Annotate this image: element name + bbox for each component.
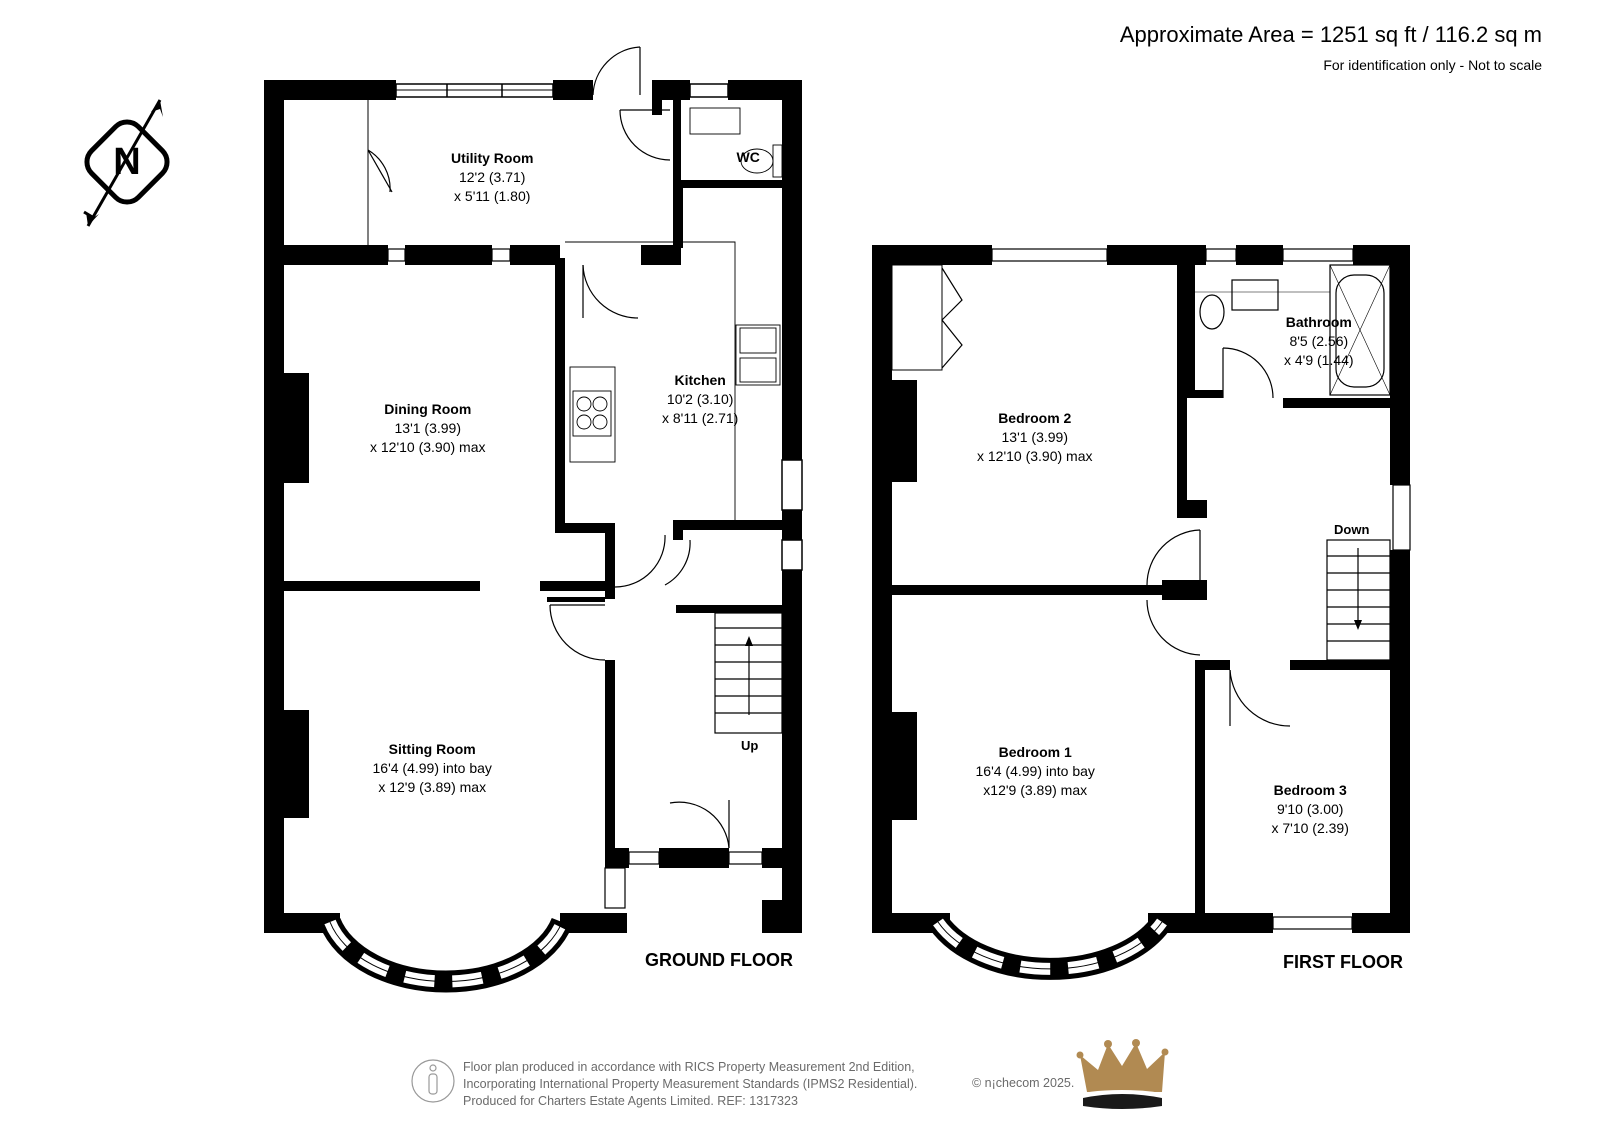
room-dim: 16'4 (4.99) into bay xyxy=(975,763,1095,779)
room-wc: WC xyxy=(737,148,760,167)
room-bedroom-1: Bedroom 1 16'4 (4.99) into bay x12'9 (3.… xyxy=(976,743,1095,800)
room-bedroom-3: Bedroom 3 9'10 (3.00) x 7'10 (2.39) xyxy=(1272,781,1349,838)
person-icon xyxy=(411,1059,455,1103)
room-name: Kitchen xyxy=(674,372,726,388)
approximate-area: Approximate Area = 1251 sq ft / 116.2 sq… xyxy=(1119,22,1542,47)
first-floor-label: FIRST FLOOR xyxy=(1283,952,1403,972)
footer-line: Floor plan produced in accordance with R… xyxy=(463,1060,915,1074)
room-sitting: Sitting Room 16'4 (4.99) into bay x 12'9… xyxy=(373,740,492,797)
room-name: Dining Room xyxy=(384,401,472,417)
room-name: Sitting Room xyxy=(388,741,476,757)
room-dim: 13'1 (3.99) xyxy=(1001,429,1069,445)
room-dining: Dining Room 13'1 (3.99) x 12'10 (3.90) m… xyxy=(370,400,486,457)
room-name: Bedroom 1 xyxy=(998,744,1072,760)
room-dim: x 8'11 (2.71) xyxy=(662,410,739,426)
copyright-text: © n¡checom 2025. xyxy=(972,1076,1075,1090)
room-dim: 12'2 (3.71) xyxy=(458,169,526,185)
room-dim: x12'9 (3.89) max xyxy=(983,782,1088,798)
room-dim: 9'10 (3.00) xyxy=(1276,801,1344,817)
room-utility: Utility Room 12'2 (3.71) x 5'11 (1.80) xyxy=(451,149,533,206)
room-bathroom: Bathroom 8'5 (2.56) x 4'9 (1.44) xyxy=(1284,313,1354,370)
footer-line: Produced for Charters Estate Agents Limi… xyxy=(463,1094,798,1108)
compass-letter: N xyxy=(113,141,140,183)
ground-floor-plan xyxy=(264,46,803,993)
stairs-up-label: Up xyxy=(741,738,759,753)
stairs-down-label: Down xyxy=(1334,522,1370,537)
room-name: Bathroom xyxy=(1285,314,1352,330)
scale-note: For identification only - Not to scale xyxy=(1323,57,1542,73)
room-dim: x 5'11 (1.80) xyxy=(454,188,531,204)
footer-note: Floor plan produced in accordance with R… xyxy=(463,1059,917,1110)
room-name: Bedroom 2 xyxy=(998,410,1072,426)
room-dim: x 12'10 (3.90) max xyxy=(977,448,1093,464)
room-dim: 10'2 (3.10) xyxy=(666,391,734,407)
north-arrow-icon: N xyxy=(83,99,170,227)
room-name: Utility Room xyxy=(451,150,534,166)
room-dim: 16'4 (4.99) into bay xyxy=(372,760,492,776)
room-dim: x 12'10 (3.90) max xyxy=(370,439,486,455)
room-kitchen: Kitchen 10'2 (3.10) x 8'11 (2.71) xyxy=(662,371,738,428)
crown-logo xyxy=(1076,1039,1169,1109)
room-dim: x 7'10 (2.39) xyxy=(1271,820,1349,836)
room-dim: x 12'9 (3.89) max xyxy=(378,779,487,795)
room-dim: 13'1 (3.99) xyxy=(394,420,462,436)
footer-line: Incorporating International Property Mea… xyxy=(463,1077,918,1091)
room-name: Bedroom 3 xyxy=(1273,782,1347,798)
room-bedroom-2: Bedroom 2 13'1 (3.99) x 12'10 (3.90) max xyxy=(977,409,1093,466)
room-dim: x 4'9 (1.44) xyxy=(1284,352,1354,368)
first-floor-plan xyxy=(872,245,1411,980)
room-dim: 8'5 (2.56) xyxy=(1289,333,1349,349)
ground-floor-label: GROUND FLOOR xyxy=(645,950,793,970)
room-name: WC xyxy=(736,149,760,165)
